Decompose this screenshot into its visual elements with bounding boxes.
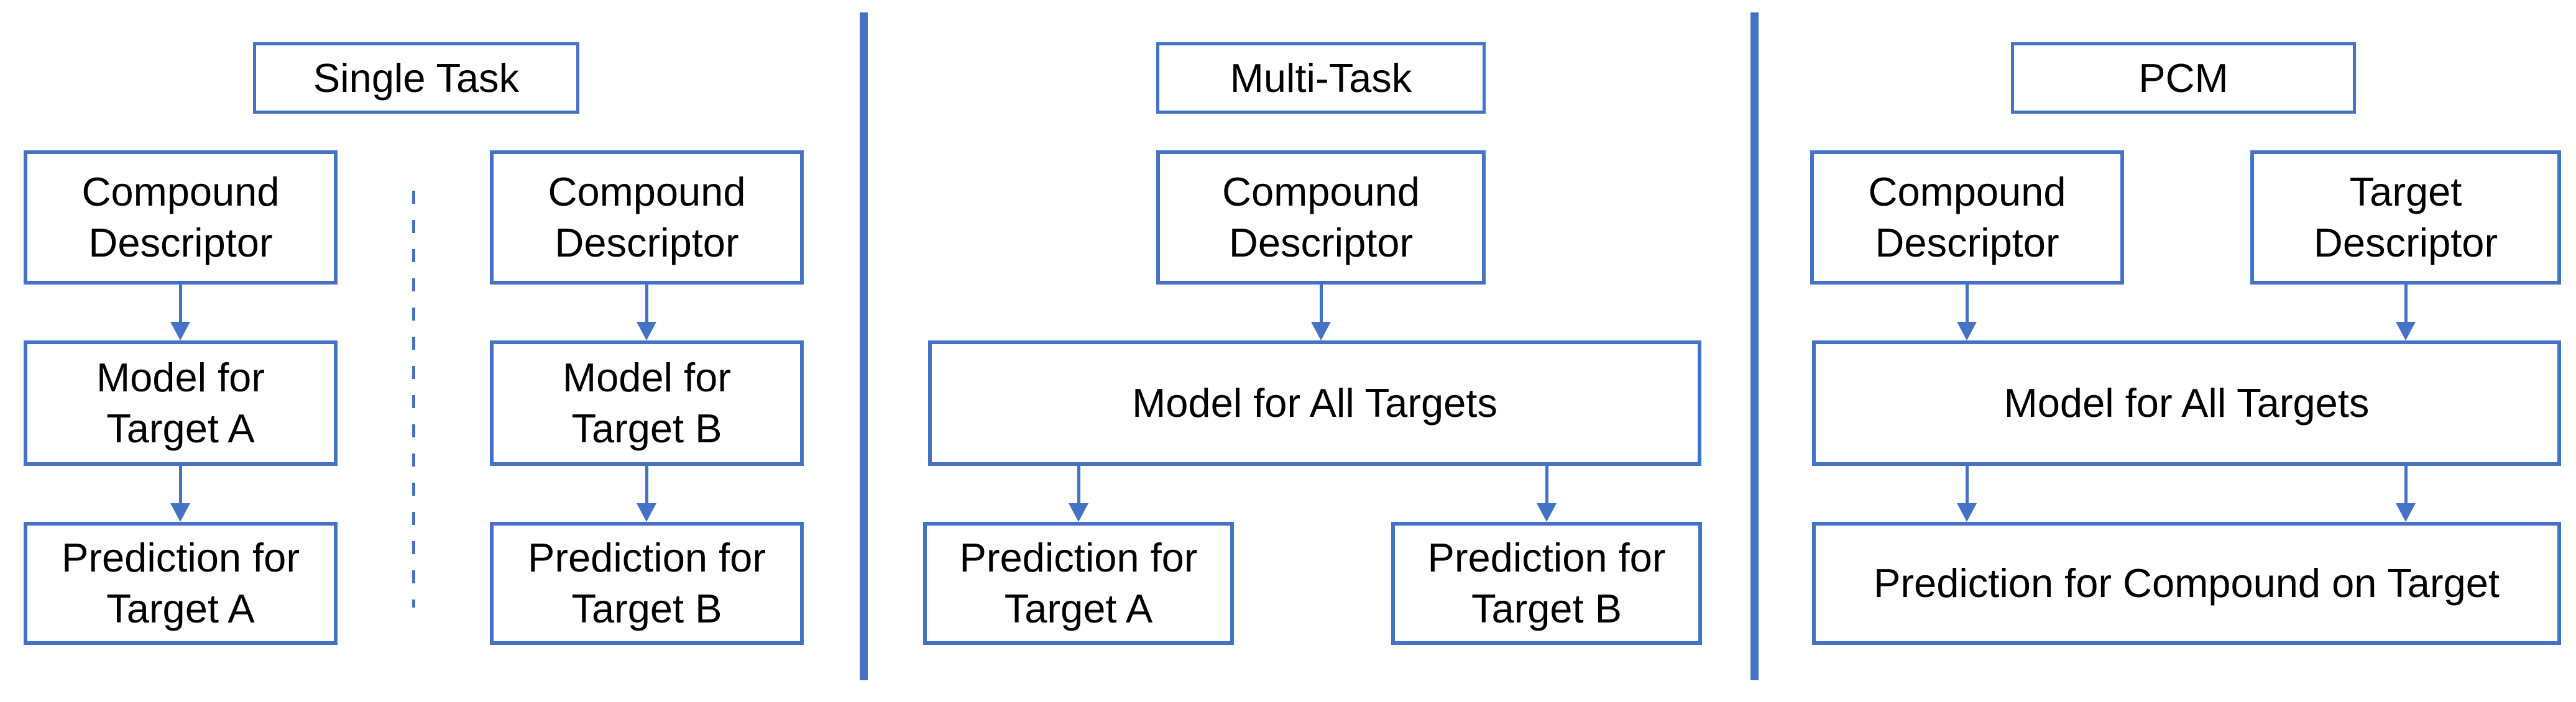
arrow-down-icon [637,466,656,522]
arrow-head [2396,322,2416,340]
pcm-model-box: Model for All Targets [1812,340,2561,466]
arrow-shaft [1965,285,1969,323]
arrow-head [1311,322,1331,340]
arrow-down-icon [170,466,190,522]
arrow-shaft [1319,285,1323,323]
arrow-head [637,503,656,522]
arrow-shaft [2404,285,2408,323]
arrow-down-icon [1311,285,1331,340]
multi-task-model-box: Model for All Targets [928,340,1701,466]
arrow-head [637,322,656,340]
arrow-shaft [2404,466,2408,504]
arrow-down-icon [2396,285,2416,340]
panel-divider-bar [860,12,868,680]
pcm-target-input-box: Target Descriptor [2250,150,2561,285]
arrow-shaft [178,285,182,323]
multi-task-output-b-box: Prediction for Target B [1391,522,1702,645]
arrow-shaft [645,285,648,323]
pcm-output-box: Prediction for Compound on Target [1812,522,2561,645]
arrow-down-icon [1537,466,1557,522]
multi-task-output-a-box: Prediction for Target A [923,522,1234,645]
pcm-title: PCM [2011,42,2356,114]
arrow-head [1069,503,1088,522]
pcm-compound-input-box: Compound Descriptor [1810,150,2124,285]
arrow-head [170,503,190,522]
arrow-down-icon [170,285,190,340]
arrow-down-icon [2396,466,2416,522]
single-task-col-b-output-box: Prediction for Target B [490,522,804,645]
arrow-head [1957,503,1977,522]
panel-divider-bar [1750,12,1759,680]
arrow-down-icon [1069,466,1088,522]
arrow-shaft [1077,466,1080,504]
arrow-head [2396,503,2416,522]
arrow-shaft [645,466,648,504]
multi-task-input-box: Compound Descriptor [1156,150,1486,285]
arrow-shaft [1545,466,1548,504]
single-task-col-a-output-box: Prediction for Target A [24,522,338,645]
arrow-head [1537,503,1557,522]
column-divider-dashed [412,191,415,608]
arrow-head [170,322,190,340]
arrow-down-icon [1957,466,1977,522]
single-task-col-a-model-box: Model for Target A [24,340,338,466]
single-task-col-b-model-box: Model for Target B [490,340,804,466]
single-task-title: Single Task [253,42,579,114]
arrow-shaft [178,466,182,504]
single-task-col-a-input-box: Compound Descriptor [24,150,338,285]
multi-task-title: Multi-Task [1156,42,1486,114]
arrow-head [1957,322,1977,340]
arrow-down-icon [637,285,656,340]
arrow-down-icon [1957,285,1977,340]
single-task-col-b-input-box: Compound Descriptor [490,150,804,285]
arrow-shaft [1965,466,1969,504]
